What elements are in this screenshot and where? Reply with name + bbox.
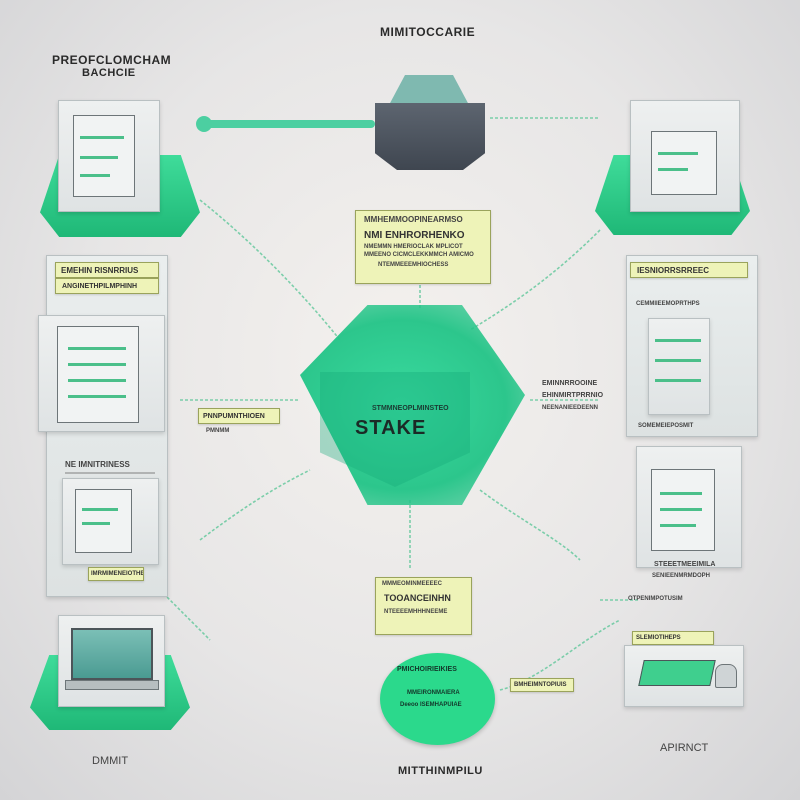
server-rack-icon <box>38 315 165 432</box>
bottom-note-title: TOOANCEINHN <box>384 593 451 603</box>
left-mid-line <box>65 472 155 474</box>
bottom-note-heading: MMMEOMINMEEEEC <box>382 581 442 587</box>
top-cube-icon <box>375 75 485 170</box>
wire-circle-right <box>499 619 621 691</box>
right-low-line: BMHEIMNTOPIUIS <box>510 678 574 692</box>
bottom-note-line1: NTEEEEMHHHNEEME <box>384 609 448 615</box>
left-column-subheader: ANGINETHPILMPHINH <box>55 278 159 294</box>
central-title: STAKE <box>355 417 427 439</box>
laptop-icon <box>58 615 165 707</box>
right-mid-label2: SENIEENMRMDOPH <box>652 573 711 579</box>
scanner-icon <box>630 100 740 212</box>
right-low-label: OTPENIMPOTUSIM <box>628 596 683 602</box>
bottom-note-card: MMMEOMINMEEEEC TOOANCEINHN NTEEEEMHHHNEE… <box>375 577 472 635</box>
top-note-line3: NTEMMEEEMHIOCHESS <box>378 262 449 268</box>
circle-title: PMICHOIRIEIKIES <box>397 666 457 673</box>
printer-unit-icon <box>62 478 159 565</box>
top-note-heading: MMHEMMOOPINEARMSO <box>364 215 463 224</box>
green-circle-node <box>380 653 495 745</box>
left-mid-label: NE IMNITRINESS <box>65 460 130 469</box>
left-mid-note: PNNPUMNTHIOEN <box>198 408 280 424</box>
left-mid-note-sub: PMNMM <box>206 428 230 434</box>
wire-left-bottom <box>159 589 211 641</box>
pipe-knob <box>196 116 212 132</box>
right-column-footer: SOMEMEIEPOSMIT <box>638 423 694 429</box>
right-mid-label: STEEETMEEIMILA <box>654 561 716 568</box>
printer-machine-icon <box>58 100 160 212</box>
right-column-subheader: CEMMIIEEMOPRTHPS <box>636 301 700 307</box>
top-left-sublabel: BACHCIE <box>82 67 136 79</box>
bottom-left-label: DMMIT <box>92 755 129 767</box>
bottom-center-label: MITTHINMPILU <box>398 765 483 777</box>
wire-right-low <box>479 489 581 561</box>
top-note-title: NMI ENHRORHENKO <box>364 230 465 241</box>
right-low-title: SLEMIOTIHEPS <box>632 631 714 645</box>
top-note-line2: MMEENO CICMCLEKKMMCH AMICMO <box>364 252 474 258</box>
printer-rack-icon <box>636 446 742 568</box>
shelf-unit-icon <box>648 318 710 415</box>
flatbed-scanner-icon <box>624 645 744 707</box>
right-mid-line1: EHINMIRTPRRNIO <box>542 392 604 399</box>
left-bottom-label: IMRMIMENEIOTHER <box>88 567 144 581</box>
pipe-connector <box>200 120 375 128</box>
wire-top-left <box>199 199 341 341</box>
right-mid-title: EMINNRROOINE <box>542 380 598 387</box>
circle-line1: MMEIRONMAIERA <box>407 690 460 696</box>
top-left-label: PREOFCLOMCHAM <box>52 53 172 67</box>
top-center-label: MIMITOCCARIE <box>380 25 476 39</box>
wire-top-right <box>469 229 601 331</box>
wire-left-low <box>199 469 311 541</box>
left-column-header: EMEHIN RISNRRIUS <box>55 262 159 278</box>
circle-line2: Deeoo ISEMHAPUIAE <box>400 702 462 708</box>
bottom-right-label: APIRNCT <box>660 742 709 754</box>
right-mid-line2: NEENANIEEDEENN <box>542 405 599 411</box>
central-subtitle: STMMNEOPLMINSTEO <box>372 405 449 412</box>
right-column-header: IESNIORRSRREEC <box>630 262 748 278</box>
top-note-card: MMHEMMOOPINEARMSO NMI ENHRORHENKO NMEMMN… <box>355 210 491 284</box>
top-note-line1: NMEMMN HMERIOCLAK MPLICOT <box>364 244 463 250</box>
